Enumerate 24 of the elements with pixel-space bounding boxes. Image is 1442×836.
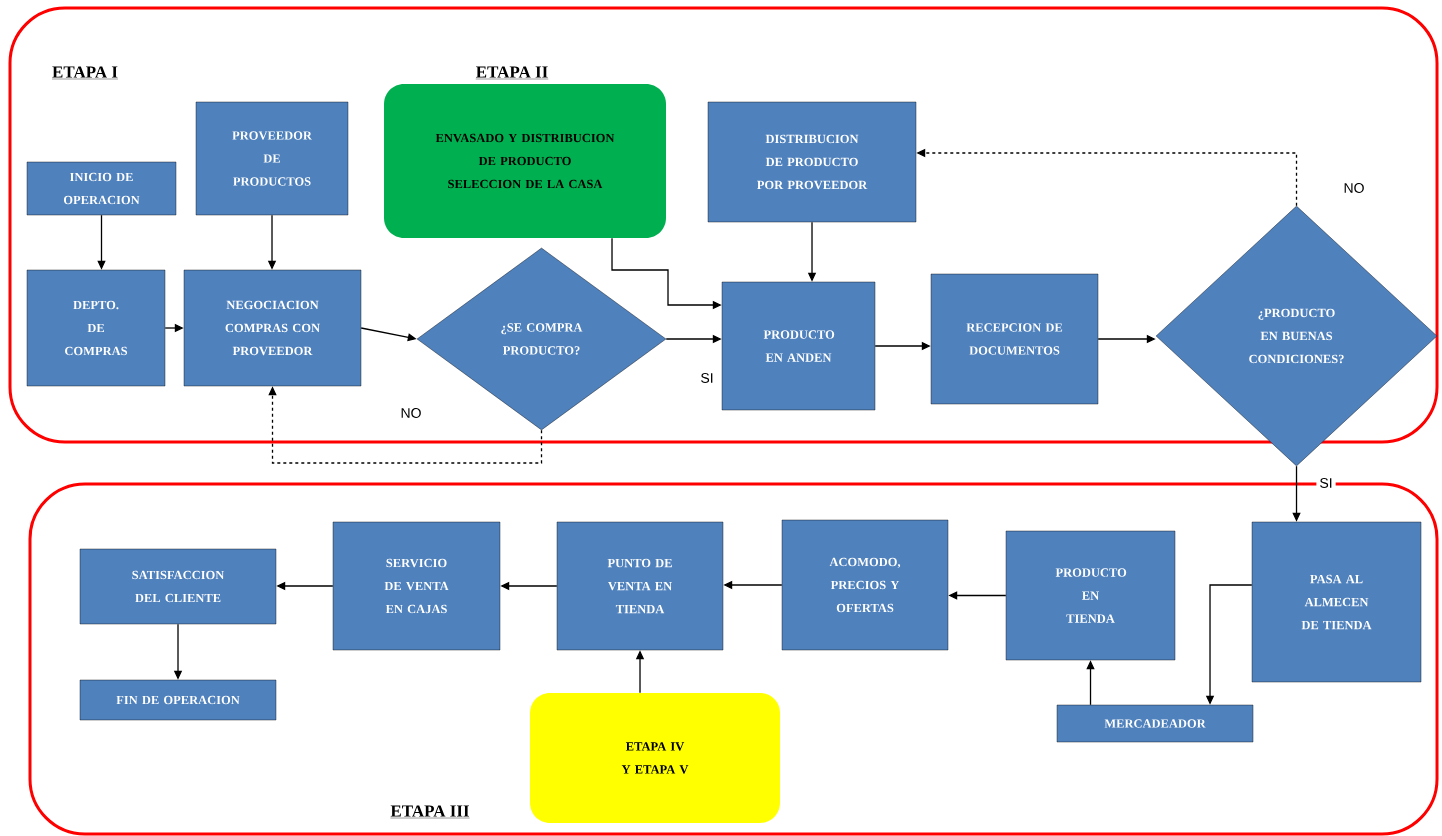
stage-heading: ETAPA I	[51, 66, 119, 80]
stage-panel	[8, 6, 1439, 444]
process-box: NEGOCIACION COMPRAS CON PROVEEDOR	[183, 269, 362, 387]
stage-heading: ETAPA II	[475, 66, 549, 80]
edge-label: SI	[1316, 475, 1336, 491]
process-box: RECEPCION DE DOCUMENTOS	[930, 273, 1099, 405]
process-box: DEPTO. DE COMPRAS	[26, 269, 166, 387]
stage-heading: ETAPA III	[390, 805, 470, 819]
edge-label: SI	[697, 370, 717, 386]
process-box: PASA AL ALMECEN DE TIENDA	[1251, 521, 1422, 683]
rounded-box: ENVASADO Y DISTRIBUCION DE PRODUCTO SELECCION DE LA CASA	[384, 84, 666, 238]
process-box: INICIO DE OPERACION	[26, 161, 177, 216]
process-box: PROVEEDOR DE PRODUCTOS	[195, 101, 349, 216]
process-box: FIN DE OPERACION	[79, 679, 277, 721]
process-box: MERCADEADOR	[1056, 704, 1254, 743]
process-box: PUNTO DE VENTA EN TIENDA	[556, 521, 724, 651]
process-box: ACOMODO, PRECIOS Y OFERTAS	[781, 519, 949, 651]
process-box: SATISFACCION DEL CLIENTE	[79, 548, 277, 625]
process-box: PRODUCTO EN ANDEN	[721, 281, 876, 411]
rounded-box: ETAPA IV Y ETAPA V	[530, 693, 780, 823]
process-box: DISTRIBUCION DE PRODUCTO POR PROVEEDOR	[707, 101, 917, 223]
process-box: PRODUCTO EN TIENDA	[1005, 530, 1176, 661]
edge-label: NO	[1340, 180, 1368, 196]
process-box: SERVICIO DE VENTA EN CAJAS	[332, 521, 501, 651]
